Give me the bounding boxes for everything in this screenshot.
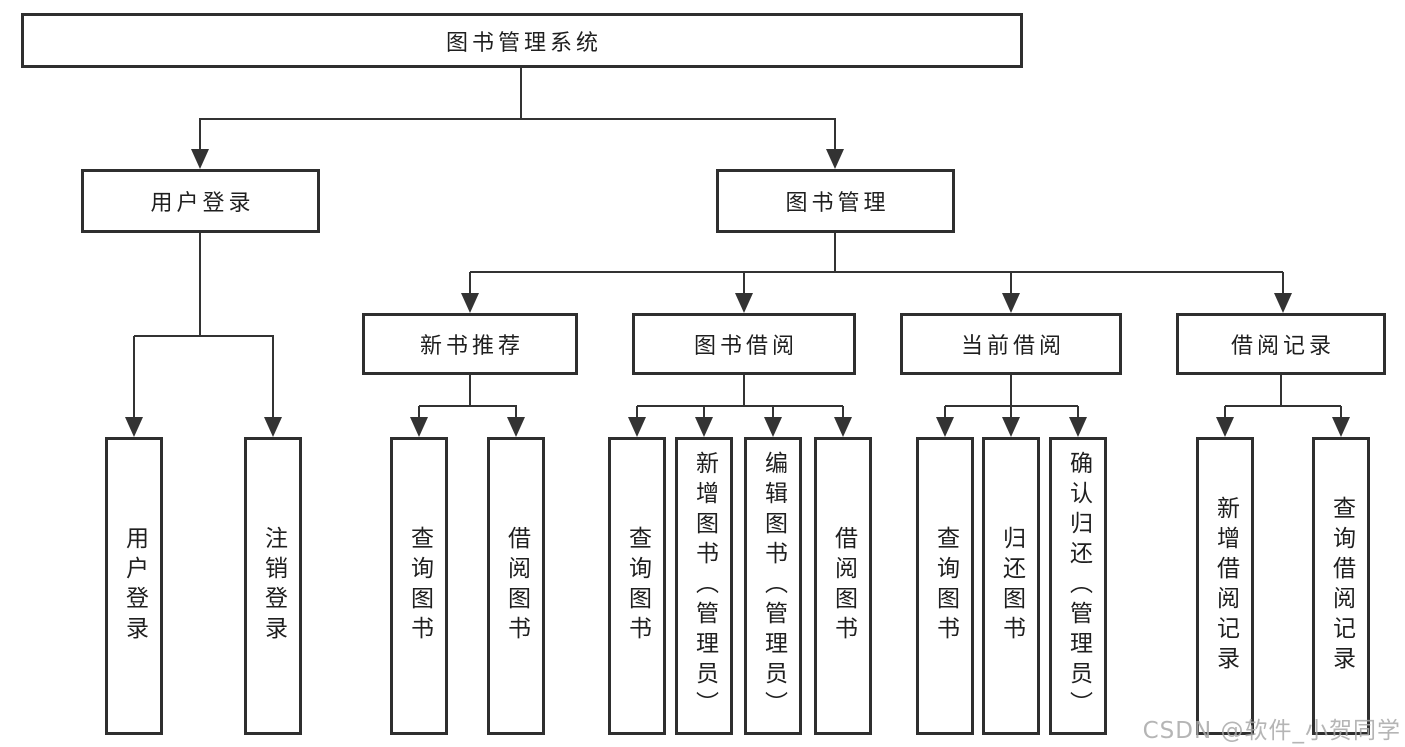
arrowhead-bb-borrow: [834, 417, 852, 437]
csdn-watermark: CSDN @软件_小贺同学: [1142, 718, 1401, 744]
connector-drop-new-books: [469, 272, 471, 295]
connector-drop-bb-add: [703, 406, 705, 419]
node-book-borrowing-label: 图书借阅: [693, 334, 798, 359]
node-borrow-records-label: 借阅记录: [1230, 334, 1335, 359]
node-user-login: 用户登录: [81, 169, 320, 233]
arrowhead-records: [1274, 293, 1292, 313]
node-book-mgmt: 图书管理: [716, 169, 955, 233]
leaf-nbr-query-books: 查询图书: [390, 437, 448, 735]
leaf-bb-borrow-books-label: 借阅图书: [830, 526, 857, 646]
arrowhead-book-mgmt: [826, 149, 844, 169]
connector-drop-bb-edit: [772, 406, 774, 419]
leaf-cb-confirm-return-admin-label: 确认归还（管理员）: [1065, 451, 1092, 721]
connector-drop-login-leaf: [133, 336, 135, 419]
connector-drop-br-query: [1340, 406, 1342, 419]
connector-root-bus: [199, 118, 836, 120]
leaf-bb-edit-books-admin: 编辑图书（管理员）: [744, 437, 802, 735]
node-book-mgmt-label: 图书管理: [785, 191, 890, 216]
arrowhead-cb-confirm: [1069, 417, 1087, 437]
leaf-user-login: 用户登录: [105, 437, 163, 735]
connector-nbr-bus: [419, 405, 517, 407]
leaf-cb-query-books: 查询图书: [916, 437, 974, 735]
leaf-logout-label: 注销登录: [260, 526, 287, 646]
node-current-borrowing: 当前借阅: [900, 313, 1122, 375]
leaf-bb-query-books: 查询图书: [608, 437, 666, 735]
connector-user-login-stem: [199, 233, 201, 337]
leaf-bb-add-books-admin-label: 新增图书（管理员）: [691, 451, 718, 721]
arrowhead-user-login: [191, 149, 209, 169]
arrowhead-cb-return: [1002, 417, 1020, 437]
node-book-borrowing: 图书借阅: [632, 313, 856, 375]
leaf-cb-query-books-label: 查询图书: [932, 526, 959, 646]
connector-drop-nbr-borrow: [515, 406, 517, 419]
arrowhead-br-add: [1216, 417, 1234, 437]
node-library-system-label: 图书管理系统: [445, 30, 602, 56]
arrowhead-br-query: [1332, 417, 1350, 437]
connector-nbr-stem: [469, 375, 471, 406]
leaf-bb-edit-books-admin-label: 编辑图书（管理员）: [760, 451, 787, 721]
leaf-nbr-borrow-books: 借阅图书: [487, 437, 545, 735]
connector-user-login-bus: [134, 335, 274, 337]
arrowhead-bb-edit: [764, 417, 782, 437]
arrowhead-current: [1002, 293, 1020, 313]
leaf-cb-return-books: 归还图书: [982, 437, 1040, 735]
node-library-system: 图书管理系统: [21, 13, 1023, 68]
connector-drop-nbr-query: [418, 406, 420, 419]
leaf-br-add-record: 新增借阅记录: [1196, 437, 1254, 735]
connector-drop-records: [1282, 272, 1284, 295]
connector-drop-current: [1010, 272, 1012, 295]
connector-drop-logout-leaf: [272, 336, 274, 419]
connector-br-stem: [1280, 375, 1282, 406]
leaf-logout: 注销登录: [244, 437, 302, 735]
connector-bb-stem: [743, 375, 745, 406]
connector-drop-bb-query: [636, 406, 638, 419]
node-new-book-recommend: 新书推荐: [362, 313, 578, 375]
connector-drop-cb-return: [1010, 406, 1012, 419]
leaf-br-add-record-label: 新增借阅记录: [1212, 496, 1239, 676]
node-new-book-recommend-label: 新书推荐: [419, 334, 524, 359]
arrowhead-nbr-borrow: [507, 417, 525, 437]
leaf-bb-query-books-label: 查询图书: [624, 526, 651, 646]
arrowhead-login-leaf: [125, 417, 143, 437]
connector-br-bus: [1225, 405, 1341, 407]
arrowhead-logout-leaf: [264, 417, 282, 437]
leaf-bb-borrow-books: 借阅图书: [814, 437, 872, 735]
node-borrow-records: 借阅记录: [1176, 313, 1386, 375]
arrowhead-bb-add: [695, 417, 713, 437]
connector-drop-book-mgmt: [834, 119, 836, 151]
connector-drop-cb-confirm: [1077, 406, 1079, 419]
leaf-nbr-borrow-books-label: 借阅图书: [503, 526, 530, 646]
leaf-user-login-label: 用户登录: [121, 526, 148, 646]
connector-root-stem: [520, 68, 522, 119]
connector-drop-cb-query: [944, 406, 946, 419]
node-user-login-label: 用户登录: [150, 191, 255, 216]
connector-drop-br-add: [1224, 406, 1226, 419]
connector-cb-stem: [1010, 375, 1012, 406]
connector-bb-bus: [637, 405, 843, 407]
leaf-nbr-query-books-label: 查询图书: [406, 526, 433, 646]
arrowhead-borrowing: [735, 293, 753, 313]
arrowhead-bb-query: [628, 417, 646, 437]
leaf-bb-add-books-admin: 新增图书（管理员）: [675, 437, 733, 735]
connector-drop-user-login: [199, 119, 201, 151]
connector-drop-borrowing: [743, 272, 745, 295]
arrowhead-cb-query: [936, 417, 954, 437]
connector-book-mgmt-bus: [470, 271, 1283, 273]
node-current-borrowing-label: 当前借阅: [960, 334, 1065, 359]
leaf-br-query-record-label: 查询借阅记录: [1328, 496, 1355, 676]
leaf-cb-return-books-label: 归还图书: [998, 526, 1025, 646]
arrowhead-new-books: [461, 293, 479, 313]
connector-drop-bb-borrow: [842, 406, 844, 419]
leaf-br-query-record: 查询借阅记录: [1312, 437, 1370, 735]
arrowhead-nbr-query: [410, 417, 428, 437]
leaf-cb-confirm-return-admin: 确认归还（管理员）: [1049, 437, 1107, 735]
connector-book-mgmt-stem: [834, 233, 836, 273]
